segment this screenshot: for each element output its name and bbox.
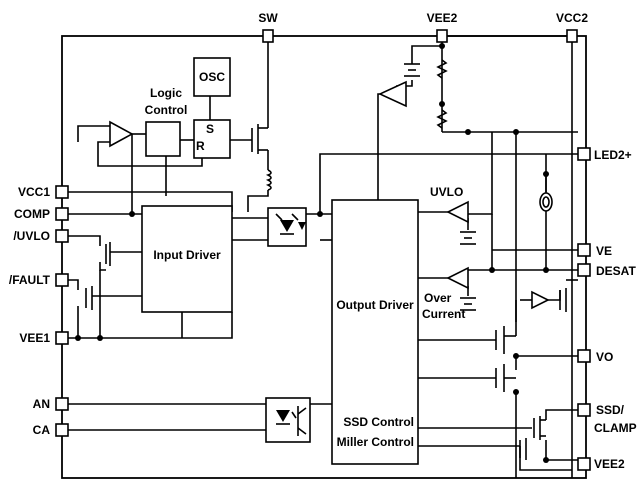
package-outline xyxy=(61,35,587,479)
led-current-source xyxy=(539,192,553,212)
pin-vee2-top xyxy=(436,29,448,43)
label-ssd-clamp-1: SSD/ xyxy=(596,403,625,417)
uvlo-comparator: UVLO xyxy=(430,185,476,245)
pin-desat xyxy=(577,263,591,277)
over-current-label-2: Current xyxy=(422,307,465,321)
output-transistors xyxy=(495,326,516,392)
label-vcc1: VCC1 xyxy=(18,185,50,199)
label-ssd-clamp-2: CLAMP xyxy=(594,421,637,435)
latch-s-label: S xyxy=(206,122,214,136)
block-logic-control: Logic Control xyxy=(145,86,188,157)
junction-dots xyxy=(75,43,549,463)
pin-an xyxy=(55,397,69,411)
over-current-comparator: Over Current xyxy=(422,266,476,321)
pin-led2 xyxy=(577,147,591,161)
pin-vcc2 xyxy=(566,29,578,43)
label-fault: /FAULT xyxy=(9,273,51,287)
error-amplifier xyxy=(109,120,134,148)
label-ve: VE xyxy=(596,244,612,258)
block-sr-latch: S R xyxy=(193,119,231,159)
pin-labels: SW VEE2 VCC2 VCC1 COMP /UVLO /FAULT VEE1… xyxy=(9,11,637,471)
block-osc: OSC xyxy=(193,57,231,97)
pin-uvlo xyxy=(55,229,69,243)
miller-control-label: Miller Control xyxy=(337,435,414,449)
pin-ca xyxy=(55,423,69,437)
optocoupler-bottom xyxy=(265,397,311,443)
osc-label: OSC xyxy=(199,70,225,84)
label-vee2-bottom: VEE2 xyxy=(594,457,625,471)
sw-transistor xyxy=(251,124,268,154)
pin-comp xyxy=(55,207,69,221)
label-vee2-top: VEE2 xyxy=(427,11,458,25)
pins xyxy=(55,29,591,471)
desat-buffer xyxy=(531,288,567,312)
vee2-regulator xyxy=(378,59,448,129)
pin-fault xyxy=(55,273,69,287)
inductor xyxy=(265,169,272,191)
optocoupler-top xyxy=(267,207,307,247)
label-desat: DESAT xyxy=(596,264,636,278)
block-output-driver: Output Driver SSD Control Miller Control xyxy=(331,199,419,465)
logic-control-label-2: Control xyxy=(145,103,188,117)
input-side-transistors xyxy=(85,242,111,310)
label-vo: VO xyxy=(596,350,613,364)
input-driver-label: Input Driver xyxy=(153,248,221,262)
label-ca: CA xyxy=(33,423,51,437)
label-uvlo: /UVLO xyxy=(13,229,50,243)
block-input-driver: Input Driver xyxy=(141,205,233,313)
pin-ve xyxy=(577,243,591,257)
latch-r-label: R xyxy=(196,139,205,153)
logic-control-label-1: Logic xyxy=(150,86,182,100)
label-sw: SW xyxy=(258,11,278,25)
pin-ssd-clamp xyxy=(577,403,591,417)
label-vee1: VEE1 xyxy=(19,331,50,345)
clamp-transistors xyxy=(519,416,546,460)
label-comp: COMP xyxy=(14,207,50,221)
pin-vo xyxy=(577,349,591,363)
ssd-control-label: SSD Control xyxy=(343,415,414,429)
label-led2: LED2+ xyxy=(594,148,632,162)
uvlo-label: UVLO xyxy=(430,185,463,199)
over-current-label-1: Over xyxy=(424,291,452,305)
label-vcc2: VCC2 xyxy=(556,11,588,25)
label-an: AN xyxy=(33,397,50,411)
pin-vee2-bottom xyxy=(577,457,591,471)
pin-sw xyxy=(262,29,274,43)
pin-vcc1 xyxy=(55,185,69,199)
pin-vee1 xyxy=(55,331,69,345)
output-driver-label: Output Driver xyxy=(336,298,414,312)
